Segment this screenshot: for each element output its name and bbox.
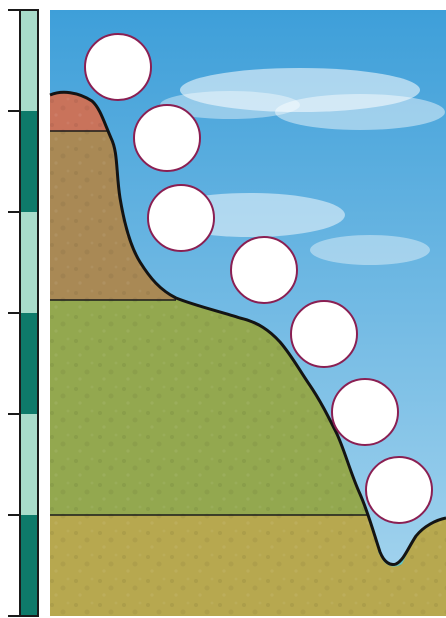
scale-segment [20, 10, 38, 111]
blank-label-circle [148, 185, 214, 251]
scale-segment [20, 212, 38, 313]
scale-segment [20, 313, 38, 414]
blank-label-circle [366, 457, 432, 523]
blank-label-circle [332, 379, 398, 445]
scale-bar [8, 10, 38, 616]
blank-label-circle [85, 34, 151, 100]
scale-segment [20, 111, 38, 212]
scale-segment [20, 515, 38, 616]
blank-label-circle [291, 301, 357, 367]
blank-label-circle [134, 105, 200, 171]
blank-label-circle [231, 237, 297, 303]
scale-segment [20, 414, 38, 515]
